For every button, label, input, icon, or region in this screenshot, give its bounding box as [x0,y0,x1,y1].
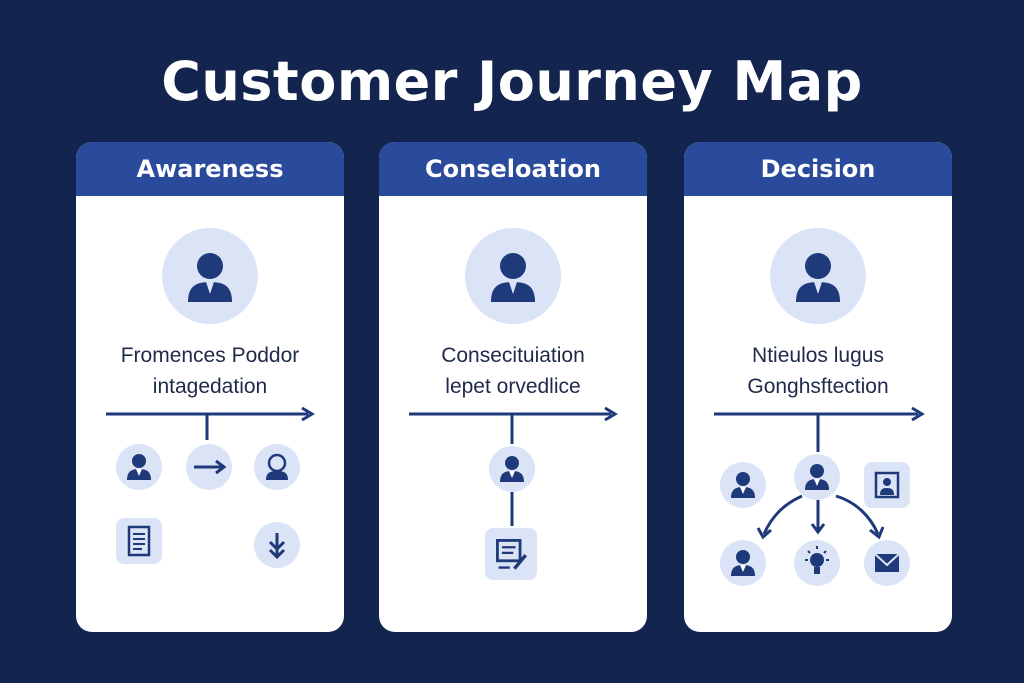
person-icon [116,444,162,490]
person-icon [720,540,766,586]
stage-description: Consecituiation lepet orvedlice [379,340,647,402]
flow-connectors [409,406,618,526]
description-line: Ntieulos lugus [752,344,884,367]
stage-card-decision: Decision Ntieulos lugus Gonghsftection [684,142,952,632]
user-avatar-icon [770,228,866,324]
flow-connectors [714,406,925,540]
user-avatar-icon [465,228,561,324]
description-line: lepet orvedlice [445,375,581,398]
user-profile-icon [254,444,300,490]
person-icon [794,454,840,500]
mail-icon [864,540,910,586]
stage-description: Ntieulos lugus Gonghsftection [684,340,952,402]
description-line: Consecituiation [441,344,585,367]
framed-portrait-icon [864,462,910,508]
document-icon [116,518,162,564]
user-avatar-icon [162,228,258,324]
person-icon [489,446,535,492]
arrow-right-icon [186,444,232,490]
stage-header: Awareness [76,142,344,196]
description-line: Gonghsftection [747,375,889,398]
flow-connectors [106,406,315,440]
person-icon [720,462,766,508]
edit-document-icon [485,528,537,580]
stage-header: Conseloation [379,142,647,196]
stage-header: Decision [684,142,952,196]
download-arrow-icon [254,522,300,568]
stage-card-consideration: Conseloation Consecituiation lepet orved… [379,142,647,632]
page-title: Customer Journey Map [161,50,863,113]
stage-description: Fromences Poddor intagedation [76,340,344,402]
description-line: intagedation [152,375,268,398]
description-line: Fromences Poddor [120,344,300,367]
stage-card-awareness: Awareness Fromences Poddor intagedation [76,142,344,632]
lightbulb-icon [794,540,840,586]
